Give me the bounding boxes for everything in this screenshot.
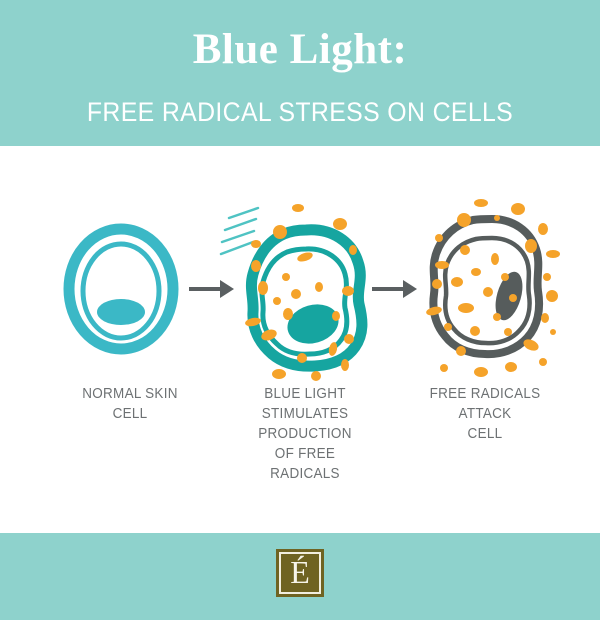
caption-line: NORMAL SKIN <box>82 386 178 402</box>
arrow-1 <box>189 280 234 298</box>
free-radical-dot <box>505 362 517 372</box>
free-radical-dot <box>483 287 493 297</box>
stimulated-cell-outer-membrane <box>245 224 368 372</box>
free-radical-dot <box>456 346 466 356</box>
free-radical-dot <box>494 215 500 221</box>
caption-line: STIMULATES <box>261 406 349 422</box>
free-radical-dot <box>523 339 539 351</box>
free-radical-dot <box>273 225 287 239</box>
page-title: Blue Light: <box>192 26 408 73</box>
free-radical-dot <box>474 199 488 207</box>
arrow-2 <box>372 280 417 298</box>
free-radical-dot <box>251 260 261 272</box>
free-radical-dot <box>550 329 556 335</box>
free-radical-dot <box>432 279 442 289</box>
page-subtitle: FREE RADICAL STRESS ON CELLS <box>86 97 514 127</box>
free-radical-dot <box>451 277 463 287</box>
free-radical-dot <box>342 286 354 296</box>
light-ray-2 <box>223 217 258 232</box>
caption-line: CELL <box>112 406 148 422</box>
free-radical-dot <box>258 281 268 295</box>
free-radical-dot <box>444 323 452 331</box>
free-radical-dot <box>440 364 448 372</box>
free-radical-dot <box>297 252 313 262</box>
light-ray-1 <box>227 206 260 220</box>
brand-logo: É <box>276 549 324 597</box>
caption-stimulated-cell: BLUE LIGHT STIMULATES PRODUCTION OF FREE… <box>221 384 388 484</box>
normal-cell-nucleus <box>97 299 145 325</box>
stimulated-cell-free-radicals <box>245 204 357 381</box>
stage-damaged-cell <box>426 199 560 377</box>
free-radical-dot <box>457 213 471 227</box>
free-radical-dot <box>525 239 537 253</box>
free-radical-dot <box>491 253 499 265</box>
free-radical-dot <box>474 367 488 377</box>
free-radical-dot <box>435 234 443 242</box>
free-radical-dot <box>349 245 357 255</box>
caption-line: RADICALS <box>270 466 340 482</box>
caption-line: OF FREE <box>274 446 336 462</box>
light-ray-4 <box>219 240 255 256</box>
free-radical-dot <box>546 250 560 258</box>
free-radical-dot <box>344 334 354 344</box>
caption-line: FREE RADICALS <box>429 386 541 402</box>
free-radical-dot <box>333 218 347 230</box>
free-radical-dot <box>435 261 449 269</box>
free-radical-dot <box>315 282 323 292</box>
blue-light-rays <box>219 206 260 256</box>
free-radical-dot <box>283 308 293 320</box>
free-radical-dot <box>245 317 261 327</box>
normal-cell-inner-membrane <box>80 241 162 341</box>
free-radical-dot <box>460 245 470 255</box>
free-radical-dot <box>538 223 548 235</box>
free-radical-dot <box>493 313 501 321</box>
free-radical-dot <box>297 353 307 363</box>
free-radical-dot <box>261 329 277 341</box>
free-radical-dot <box>539 358 547 366</box>
light-ray-3 <box>220 229 256 244</box>
stimulated-cell-nucleus <box>287 304 339 344</box>
stage-normal-cell <box>63 223 179 355</box>
diagram-illustration <box>63 199 560 381</box>
normal-cell-outer-membrane <box>63 223 179 355</box>
free-radical-dot <box>458 303 474 313</box>
header-banner: Blue Light: FREE RADICAL STRESS ON CELLS <box>0 0 600 146</box>
free-radical-dot <box>470 326 480 336</box>
caption-line: BLUE LIGHT <box>264 386 346 402</box>
free-radical-dot <box>272 369 286 379</box>
free-radical-dot <box>292 204 304 212</box>
free-radical-dot <box>511 203 525 215</box>
stage-stimulated-cell <box>245 204 368 381</box>
free-radical-dot <box>546 290 558 302</box>
free-radical-dot <box>504 328 512 336</box>
caption-line: CELL <box>467 426 503 442</box>
free-radical-dot <box>509 294 517 302</box>
free-radical-dot <box>332 311 340 321</box>
free-radical-dot <box>273 297 281 305</box>
free-radical-dot <box>328 342 338 356</box>
footer-banner: É <box>0 533 600 620</box>
free-radical-dot <box>311 371 321 381</box>
caption-line: ATTACK <box>458 406 512 422</box>
free-radical-dot <box>426 306 442 316</box>
damaged-cell-inner-membrane <box>442 235 532 346</box>
damaged-cell-free-radicals <box>426 199 560 377</box>
caption-normal-cell: NORMAL SKIN CELL <box>42 384 219 424</box>
brand-logo-letter: É <box>279 552 321 594</box>
free-radical-dot <box>282 273 290 281</box>
cell-diagram: NORMAL SKIN CELL BLUE LIGHT STIMULATES P… <box>0 146 600 533</box>
free-radical-dot <box>341 359 349 371</box>
free-radical-dot <box>501 273 509 281</box>
free-radical-dot <box>251 240 261 248</box>
caption-line: PRODUCTION <box>258 426 352 442</box>
free-radical-dot <box>471 268 481 276</box>
free-radical-dot <box>291 289 301 299</box>
free-radical-dot <box>541 313 549 323</box>
damaged-cell-nucleus <box>495 271 523 321</box>
free-radical-dot <box>543 273 551 281</box>
caption-damaged-cell: FREE RADICALS ATTACK CELL <box>397 384 574 444</box>
